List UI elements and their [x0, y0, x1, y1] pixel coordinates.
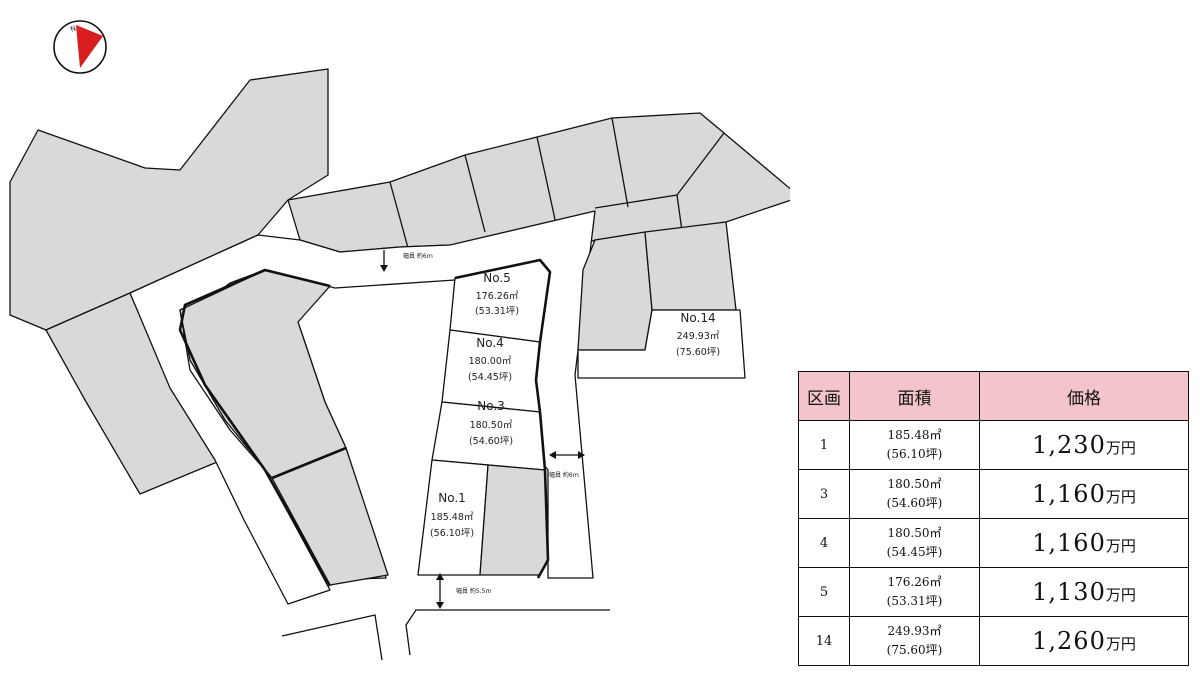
lot-1-tsubo: (56.10坪) [430, 527, 474, 539]
table-row: 14 249.93㎡ (75.60坪) 1,260万円 [798, 616, 1189, 666]
row-price-unit: 万円 [1105, 635, 1136, 653]
row-area: 176.26㎡ (53.31坪) [849, 567, 980, 617]
row-area-tsubo: (53.31坪) [886, 594, 943, 608]
row-area-sqm: 176.26㎡ [887, 575, 942, 589]
lot-3-number: No.3 [477, 399, 505, 413]
road-width-label-south: 幅員 約5.5ｍ [456, 587, 491, 595]
row-price-unit: 万円 [1105, 439, 1136, 457]
lot-14-label: No.14 249.93㎡ (75.60坪) [676, 311, 720, 358]
table-row: 4 180.50㎡ (54.45坪) 1,160万円 [798, 518, 1189, 568]
row-price-unit: 万円 [1105, 537, 1136, 555]
site-plan-map: N No.5 176 [9, 20, 790, 661]
row-price-value: 1,260 [1032, 627, 1106, 655]
lot-1-sqm: 185.48㎡ [431, 512, 474, 523]
row-price: 1,160万円 [979, 469, 1189, 519]
lot-1-number: No.1 [438, 491, 466, 505]
lot-3-sqm: 180.50㎡ [470, 420, 513, 431]
lot-14-tsubo: (75.60坪) [676, 346, 720, 358]
row-area-tsubo: (56.10坪) [886, 447, 943, 461]
lot-5-sqm: 176.26㎡ [476, 291, 519, 302]
neighbor-lots-west [9, 68, 329, 495]
lot-4-number: No.4 [476, 336, 504, 350]
road-width-label-north: 幅員 約6ｍ [403, 252, 433, 260]
row-area: 249.93㎡ (75.60坪) [849, 616, 980, 666]
table-header-row: 区画 面積 価格 [798, 371, 1189, 421]
row-price-value: 1,130 [1032, 578, 1106, 606]
compass-icon: N [53, 20, 107, 74]
lot-4-sqm: 180.00㎡ [469, 356, 512, 367]
row-lot: 3 [798, 469, 850, 519]
lot-3-tsubo: (54.60坪) [469, 435, 513, 447]
lot-1-label: No.1 185.48㎡ (56.10坪) [430, 491, 474, 539]
row-lot: 1 [798, 420, 850, 470]
row-lot: 4 [798, 518, 850, 568]
header-lot: 区画 [798, 371, 850, 421]
row-price: 1,260万円 [979, 616, 1189, 666]
lot-14-sqm: 249.93㎡ [677, 331, 720, 342]
row-area-tsubo: (75.60坪) [886, 643, 943, 657]
row-lot: 14 [798, 616, 850, 666]
south-road-edges [281, 609, 610, 661]
row-area-sqm: 249.93㎡ [887, 624, 942, 638]
lot-4-label: No.4 180.00㎡ (54.45坪) [468, 336, 512, 383]
lot-4-tsubo: (54.45坪) [468, 371, 512, 383]
row-price: 1,130万円 [979, 567, 1189, 617]
lot-5-label: No.5 176.26㎡ (53.31坪) [475, 271, 519, 317]
neighbor-lots-east [577, 221, 737, 351]
row-area: 180.50㎡ (54.60坪) [849, 469, 980, 519]
row-area-tsubo: (54.60坪) [886, 496, 943, 510]
lot-5-number: No.5 [483, 271, 511, 285]
row-price-value: 1,160 [1032, 480, 1106, 508]
row-price: 1,160万円 [979, 518, 1189, 568]
lots-block [417, 258, 746, 579]
row-price-unit: 万円 [1105, 586, 1136, 604]
header-price: 価格 [979, 371, 1189, 421]
row-price: 1,230万円 [979, 420, 1189, 470]
table-row: 5 176.26㎡ (53.31坪) 1,130万円 [798, 567, 1189, 617]
compass-north-label: N [69, 24, 77, 33]
row-area: 180.50㎡ (54.45坪) [849, 518, 980, 568]
table-row: 1 185.48㎡ (56.10坪) 1,230万円 [798, 420, 1189, 470]
road-width-arrow-east: 幅員 約6ｍ [549, 451, 585, 479]
table-row: 3 180.50㎡ (54.60坪) 1,160万円 [798, 469, 1189, 519]
road-width-label-east: 幅員 約6ｍ [549, 471, 579, 479]
neighbor-lots-southwest [178, 268, 389, 587]
neighbor-lots-north [287, 112, 790, 253]
row-price-value: 1,230 [1032, 431, 1106, 459]
lot-5-tsubo: (53.31坪) [475, 305, 519, 317]
lot-14-number: No.14 [680, 311, 715, 325]
row-area: 185.48㎡ (56.10坪) [849, 420, 980, 470]
price-table: 区画 面積 価格 1 185.48㎡(56.10坪) 1,230万円 3 180… [798, 371, 1189, 666]
row-area-tsubo: (54.45坪) [886, 545, 943, 559]
row-area-sqm: 185.48㎡ [887, 428, 942, 442]
road-width-arrow-north: 幅員 約6ｍ [380, 250, 433, 272]
row-lot: 5 [798, 567, 850, 617]
row-price-value: 1,160 [1032, 529, 1106, 557]
header-area: 面積 [849, 371, 980, 421]
road-width-arrow-south: 幅員 約5.5ｍ [436, 573, 491, 609]
row-area-sqm: 180.50㎡ [887, 526, 942, 540]
row-area-sqm: 180.50㎡ [887, 477, 942, 491]
row-price-unit: 万円 [1105, 488, 1136, 506]
lot-3-label: No.3 180.50㎡ (54.60坪) [469, 399, 513, 447]
